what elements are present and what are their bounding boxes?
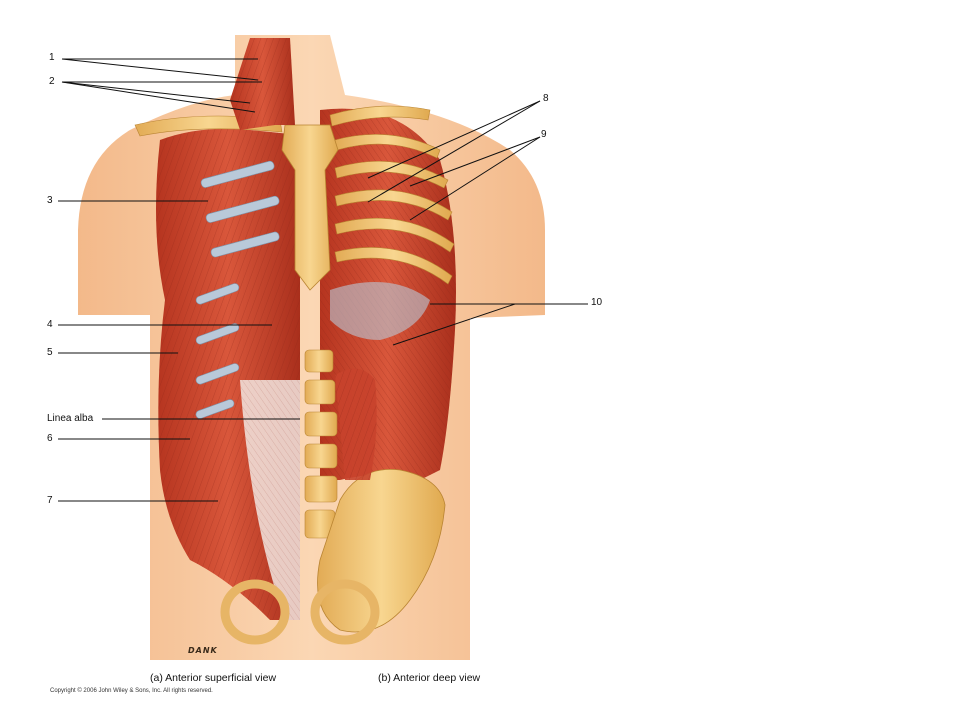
sternum — [281, 124, 339, 291]
label-6: 6 — [47, 433, 53, 444]
label-4: 4 — [47, 319, 53, 330]
label-10: 10 — [591, 297, 603, 308]
caption-deep: (b) Anterior deep view — [378, 672, 481, 684]
left-ribs — [195, 160, 280, 419]
label-5: 5 — [47, 347, 53, 358]
label-7: 7 — [47, 495, 53, 506]
pubic-ring-right — [310, 579, 380, 645]
label-1: 1 — [49, 52, 55, 63]
label-2: 2 — [49, 76, 55, 87]
lumbar-spine — [304, 349, 338, 539]
label-linea-alba: Linea alba — [47, 413, 94, 424]
pubic-ring-left — [220, 579, 290, 645]
label-9: 9 — [541, 129, 547, 140]
caption-superficial: (a) Anterior superficial view — [150, 672, 277, 684]
pelvis-right — [317, 468, 446, 633]
label-8: 8 — [543, 93, 549, 104]
right-ribs — [334, 134, 455, 285]
label-3: 3 — [47, 195, 53, 206]
artist-signature: DANK — [188, 646, 218, 655]
copyright-notice: Copyright © 2006 John Wiley & Sons, Inc.… — [50, 688, 213, 694]
leader-lines — [58, 58, 588, 502]
clavicle-right — [329, 105, 431, 127]
